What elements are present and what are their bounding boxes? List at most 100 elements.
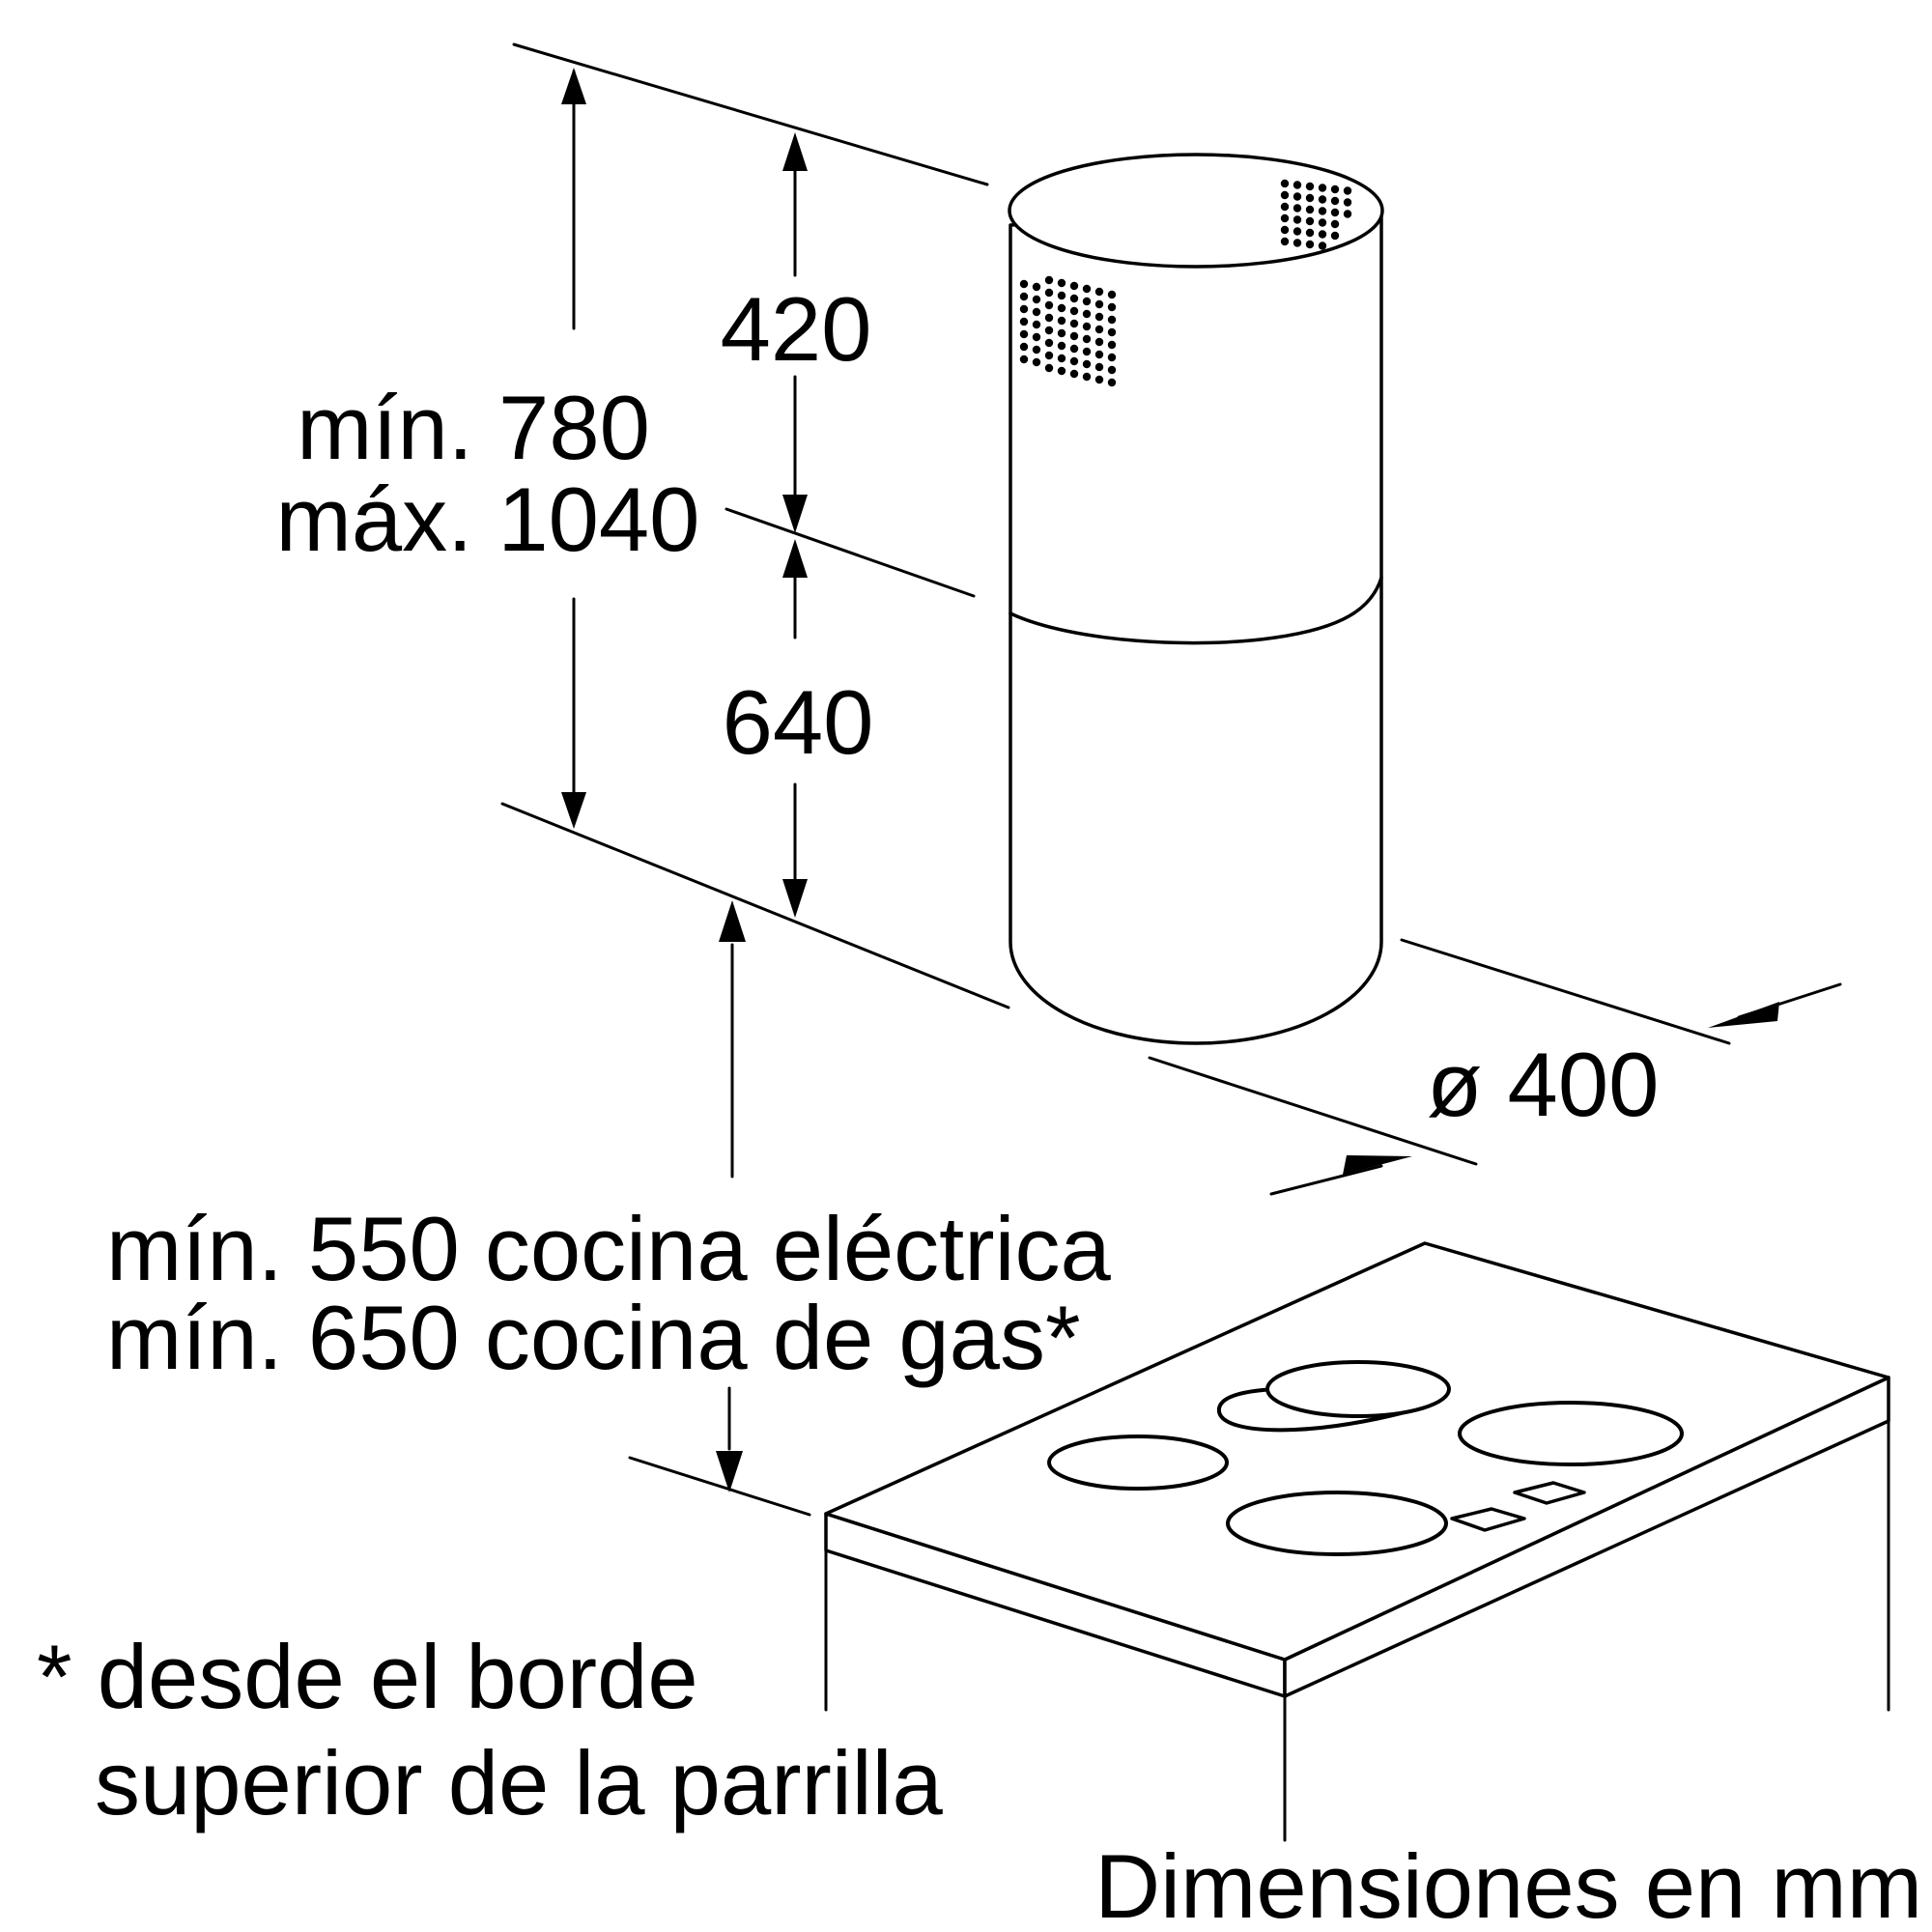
vent-hole (1330, 196, 1340, 206)
control-indicator-2 (1513, 1481, 1586, 1505)
vent-hole (1094, 375, 1104, 384)
vent-hole (1318, 195, 1327, 204)
vent-hole (1305, 205, 1315, 214)
vent-hole (1082, 359, 1092, 369)
vent-hole (1082, 372, 1092, 382)
vent-hole (1330, 219, 1340, 229)
vent-hole (1032, 295, 1041, 304)
vent-hole (1032, 320, 1041, 329)
vent-hole (1094, 325, 1104, 334)
vent-hole (1044, 351, 1054, 360)
vent-hole (1069, 331, 1079, 341)
vent-hole (1293, 239, 1302, 247)
label-units-note: Dimensiones en mm (1094, 1835, 1922, 1932)
dim-420-arrowhead-up (782, 132, 808, 171)
vent-hole (1305, 193, 1315, 203)
vent-hole (1107, 340, 1117, 350)
diameter-arrow-left-shaft (1269, 1164, 1383, 1196)
vent-hole (1318, 218, 1327, 227)
vent-hole (1107, 353, 1117, 362)
diameter-ref-line-right (1400, 938, 1731, 1045)
vent-hole (1044, 326, 1054, 335)
label-640: 640 (723, 671, 874, 773)
vent-hole (1343, 186, 1352, 195)
vent-hole (1094, 350, 1104, 359)
vent-hole (1305, 228, 1315, 238)
hood-bottom-ref-line (500, 802, 1010, 1009)
label-footnote-line1: * desde el borde (37, 1626, 698, 1727)
vent-hole (1082, 334, 1092, 344)
vent-hole (1057, 341, 1066, 351)
vent-hole (1343, 198, 1352, 207)
vent-hole (1057, 278, 1066, 288)
vent-hole (1044, 288, 1054, 298)
vent-hole (1032, 357, 1041, 367)
vent-hole (1069, 306, 1079, 316)
vent-hole (1305, 182, 1315, 191)
burner-rear-center (1265, 1360, 1451, 1418)
diameter-arrowhead-right (1708, 1002, 1779, 1028)
control-indicator-1 (1450, 1507, 1526, 1532)
vent-hole (1032, 345, 1041, 355)
hob-top-ref-line (628, 1456, 811, 1517)
vent-hole (1019, 304, 1029, 314)
vent-hole (1318, 207, 1327, 215)
vent-hole (1044, 275, 1054, 285)
vent-hole (1293, 192, 1302, 201)
vent-hole (1280, 213, 1290, 223)
label-420: 420 (721, 278, 872, 380)
vent-hole (1107, 290, 1117, 299)
vent-hole (1019, 329, 1029, 339)
vent-hole (1107, 315, 1117, 325)
label-total-max: máx. 1040 (276, 469, 700, 570)
vent-hole (1069, 319, 1079, 328)
vent-hole (1107, 302, 1117, 312)
vent-hole (1293, 215, 1302, 224)
diameter-ref-line-left (1148, 1056, 1478, 1166)
total-height-arrowhead-up (561, 68, 586, 104)
cooktop (824, 1241, 1890, 1842)
vent-hole (1305, 240, 1315, 249)
label-diameter: ø 400 (1427, 1034, 1659, 1135)
vent-hole (1343, 210, 1352, 218)
vent-hole (1280, 179, 1290, 188)
vent-hole (1057, 316, 1066, 326)
vent-hole (1094, 362, 1104, 372)
vent-hole (1069, 281, 1079, 291)
ceiling-line (512, 43, 989, 186)
burner-rear-left (1047, 1435, 1229, 1491)
vent-hole (1107, 327, 1117, 337)
vent-hole (1057, 291, 1066, 300)
vent-hole (1094, 299, 1104, 309)
hood-top-rim (1008, 153, 1384, 269)
cooktop-surface (824, 1241, 1890, 1662)
clearance-arrowhead-down (716, 1451, 743, 1492)
dim-420-arrowhead-down (782, 495, 808, 533)
vent-hole (1330, 231, 1340, 241)
vent-hole (1318, 230, 1327, 239)
vent-hole (1032, 307, 1041, 317)
vent-hole (1280, 225, 1290, 235)
vent-hole (1280, 190, 1290, 200)
vent-hole (1082, 322, 1092, 331)
labels: 420 640 mín. 780 máx. 1040 ø 400 mín. 55… (37, 278, 1922, 1932)
hood-body (1009, 208, 1383, 1045)
burner-front-left (1226, 1491, 1448, 1556)
vent-hole (1293, 204, 1302, 213)
vent-hole (1032, 332, 1041, 342)
vent-hole (1044, 313, 1054, 323)
vent-hole (1019, 292, 1029, 301)
vent-hole (1032, 282, 1041, 292)
vent-hole (1318, 184, 1327, 192)
vent-hole (1057, 328, 1066, 338)
vent-hole (1069, 369, 1079, 379)
vent-hole (1107, 378, 1117, 387)
vent-hole (1069, 294, 1079, 303)
vent-hole (1057, 366, 1066, 376)
vent-holes-front (1019, 275, 1117, 387)
vent-hole (1044, 338, 1054, 348)
dim-640-arrowhead-up (782, 539, 808, 578)
vent-hole (1318, 242, 1327, 250)
vent-hole (1057, 354, 1066, 363)
